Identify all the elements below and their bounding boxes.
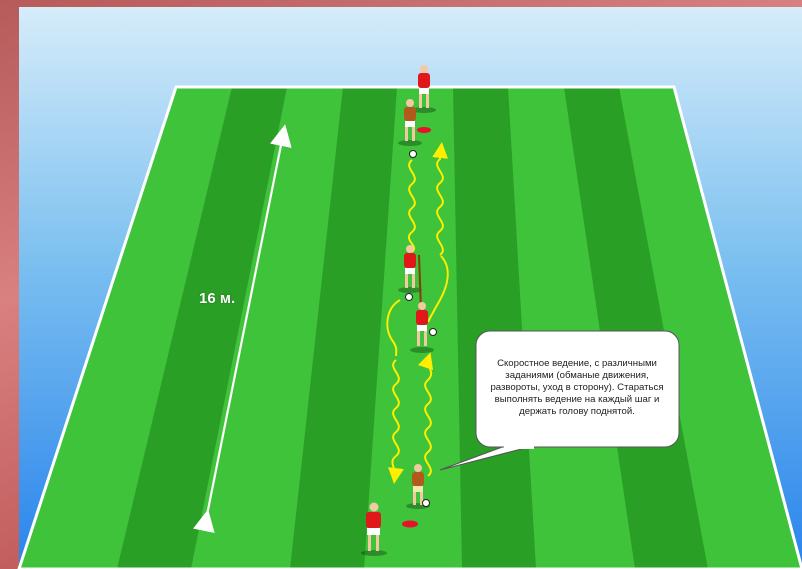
cone-bottom bbox=[402, 521, 418, 528]
pitch bbox=[19, 87, 802, 569]
distance-label: 16 м. bbox=[199, 290, 235, 307]
cone-top bbox=[417, 127, 431, 133]
callout-text: Скоростное ведение, с различными задания… bbox=[485, 345, 669, 430]
callout-description: Скоростное ведение, с различными задания… bbox=[485, 358, 669, 418]
